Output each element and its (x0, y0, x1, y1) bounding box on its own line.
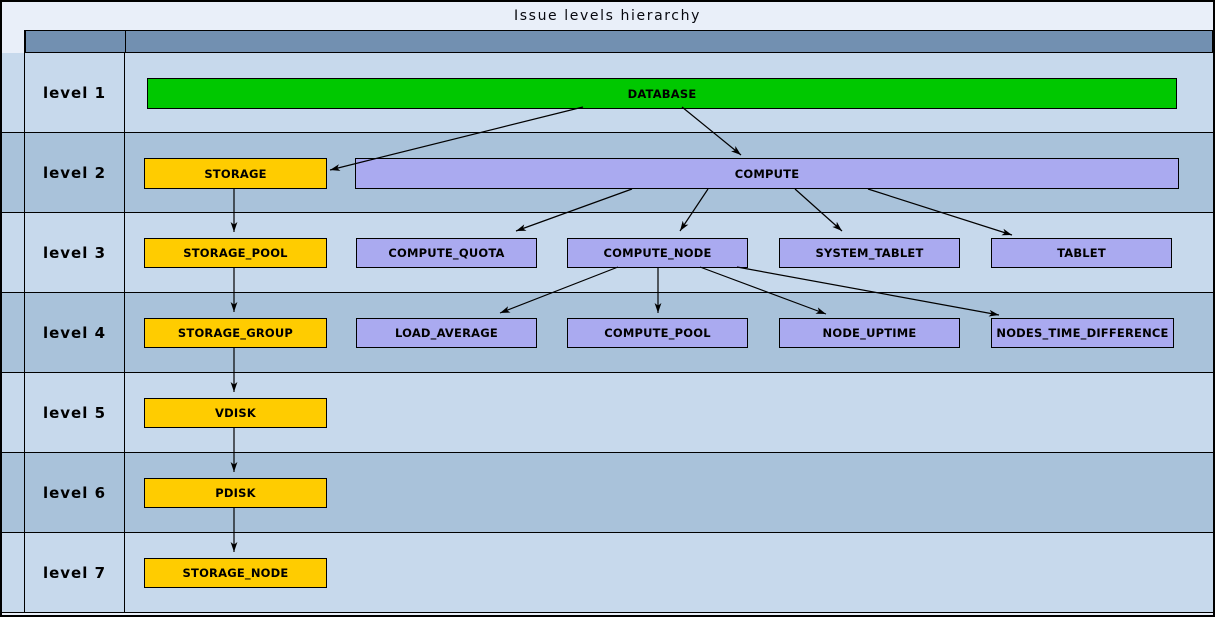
level-label: level 6 (42, 483, 107, 502)
header-level-column-cell (25, 30, 125, 53)
row-color-strip (2, 293, 25, 372)
diagram-title-row: Issue levels hierarchy (2, 2, 1213, 30)
header-corner-cell (2, 30, 25, 53)
node-compute-pool: COMPUTE_POOL (567, 318, 748, 348)
level-label: level 3 (42, 243, 107, 262)
level-label-cell: level 1 (25, 53, 125, 132)
level-label: level 1 (42, 83, 107, 102)
row-color-strip (2, 453, 25, 532)
table-header-row (2, 30, 1213, 53)
node-tablet: TABLET (991, 238, 1172, 268)
node-compute-node: COMPUTE_NODE (567, 238, 748, 268)
node-storage: STORAGE (144, 158, 327, 189)
row-color-strip (2, 373, 25, 452)
row-color-strip (2, 53, 25, 132)
node-storage-group: STORAGE_GROUP (144, 318, 327, 348)
diagram-title: Issue levels hierarchy (514, 8, 701, 24)
node-storage-node: STORAGE_NODE (144, 558, 327, 588)
node-compute: COMPUTE (355, 158, 1179, 189)
node-load-average: LOAD_AVERAGE (356, 318, 537, 348)
row-color-strip (2, 533, 25, 612)
node-compute-quota: COMPUTE_QUOTA (356, 238, 537, 268)
level-label: level 7 (42, 563, 107, 582)
row-color-strip (2, 213, 25, 292)
row-color-strip (2, 133, 25, 212)
level-label-cell: level 3 (25, 213, 125, 292)
level-label: level 5 (42, 403, 107, 422)
node-database: DATABASE (147, 78, 1177, 109)
node-storage-pool: STORAGE_POOL (144, 238, 327, 268)
level-label-cell: level 2 (25, 133, 125, 212)
node-vdisk: VDISK (144, 398, 327, 428)
level-label-cell: level 5 (25, 373, 125, 452)
node-node-uptime: NODE_UPTIME (779, 318, 960, 348)
node-nodes-time-difference: NODES_TIME_DIFFERENCE (991, 318, 1174, 348)
node-pdisk: PDISK (144, 478, 327, 508)
node-system-tablet: SYSTEM_TABLET (779, 238, 960, 268)
level-label: level 4 (42, 323, 107, 342)
header-content-column-cell (125, 30, 1213, 53)
level-label-cell: level 7 (25, 533, 125, 612)
level-label: level 2 (42, 163, 107, 182)
level-label-cell: level 4 (25, 293, 125, 372)
level-label-cell: level 6 (25, 453, 125, 532)
